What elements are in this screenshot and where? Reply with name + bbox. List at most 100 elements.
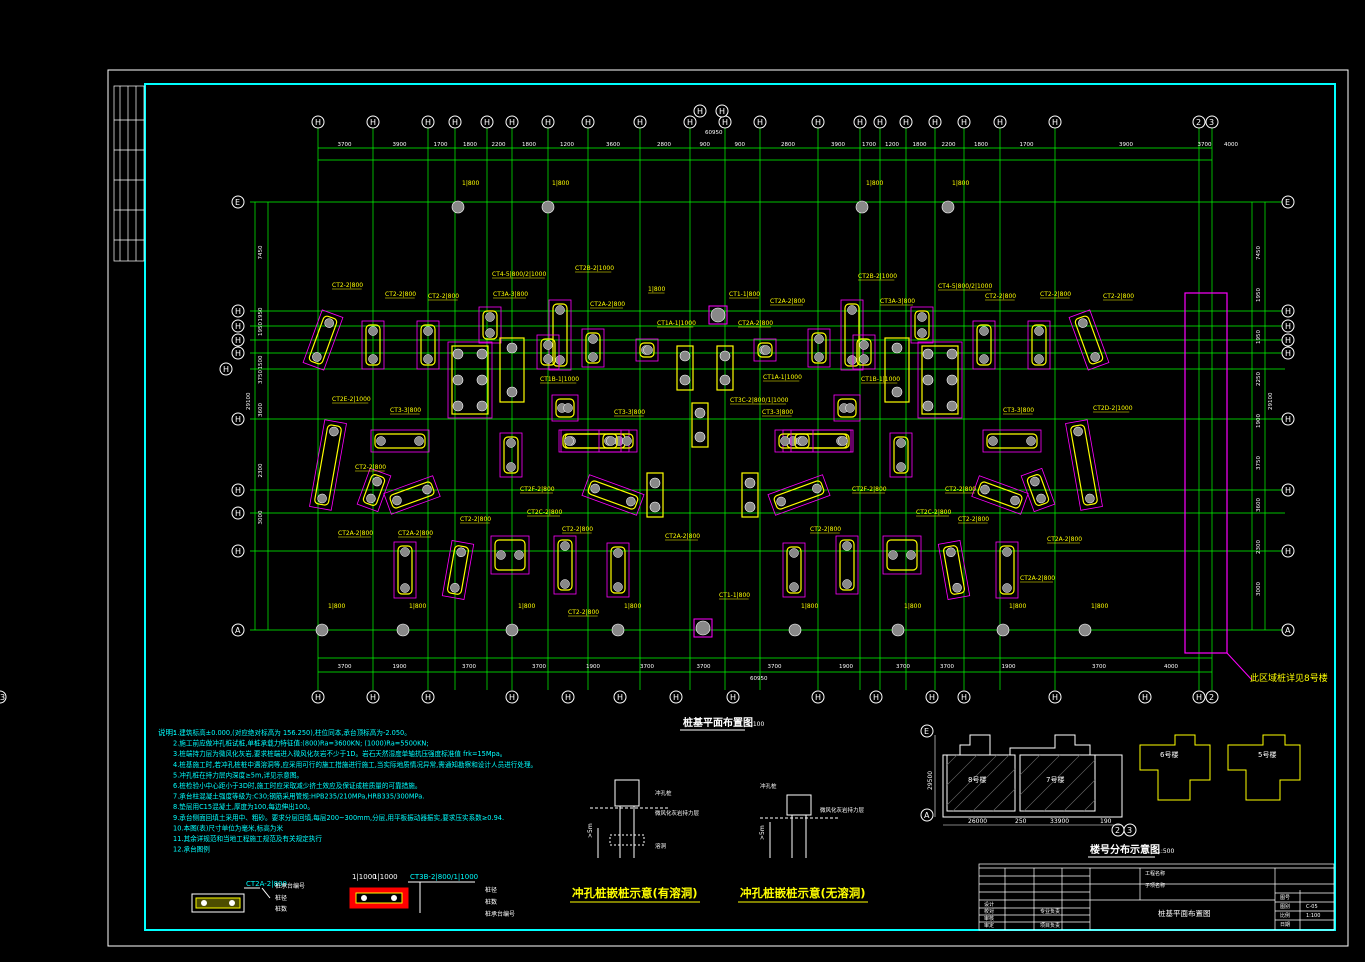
axis-bubble-bottom-circle: [811, 690, 825, 704]
section2-title: 冲孔桩嵌桩示意(无溶洞): [740, 886, 866, 900]
pile-cap: [370, 429, 430, 453]
pile-cap: [972, 320, 996, 370]
pile-cap-outline: [309, 419, 347, 511]
pile-cap: [833, 394, 861, 422]
legend-item2-top-1: 1|1000: [373, 873, 398, 881]
top-dim-text: 1700: [862, 142, 876, 148]
pile-cap: [536, 334, 560, 370]
axis-bubble-bottom: H: [425, 693, 431, 702]
zone-box: [1184, 292, 1228, 654]
pile-cap: [782, 542, 806, 598]
pile: [622, 436, 632, 446]
axis-bubble-top-center: H: [697, 107, 703, 116]
pile: [422, 484, 432, 495]
bottom-dim-text: 1900: [839, 664, 853, 670]
top-dim-text: 1800: [522, 142, 536, 148]
pile: [563, 403, 573, 413]
pile-cap-body: [778, 433, 850, 449]
pile-cap-body: [540, 338, 556, 366]
pile-cap-body: [585, 332, 601, 364]
axis-bubble-bottom: H: [929, 693, 935, 702]
pile-cap-label: CT2C-2|800: [916, 509, 952, 516]
top-dim-text: 1200: [560, 142, 574, 148]
pile-cap-outline: [774, 429, 854, 453]
pile-cap: [852, 334, 876, 370]
axis-bubble-top-circle: [541, 115, 555, 129]
bottom-dim-text: 1900: [1002, 664, 1016, 670]
axis-bubble-top-circle: [448, 115, 462, 129]
note-line: 6.桩检验小中心距小于3D时,施工时应采取减少挤土效应及保证成桩质量的可靠措施。: [173, 781, 421, 790]
axis-bubble-top-center-circle: [715, 104, 729, 118]
pile: [588, 352, 598, 362]
center-pile-cap: [646, 472, 664, 518]
title-block: [978, 863, 1335, 931]
multi-pile-body: [884, 337, 910, 403]
axis-bubble-top: H: [545, 118, 551, 127]
axis-bubble-bottom-circle: [1048, 690, 1062, 704]
pile-cap: [478, 306, 502, 344]
single-pile-bottom: [396, 623, 410, 637]
pile-cap-body: [374, 433, 426, 449]
top-dim-text: 4000: [1224, 142, 1238, 148]
pile-cap-label: CT2-2|800: [460, 516, 491, 523]
top-dim-text: 2800: [657, 142, 671, 148]
legend-item1: CT2A-2|800 桩承台编号 桩径 桩数: [191, 880, 305, 913]
keymap-axis-a: A: [924, 811, 930, 820]
axis-bubble-top: 3: [1209, 118, 1214, 127]
axis-bubble-bottom: H: [961, 693, 967, 702]
keymap-dim-0: 26000: [968, 818, 987, 825]
pile: [980, 484, 990, 495]
pile-cap-body: [639, 342, 655, 358]
left-dim-text: 1950: [258, 322, 264, 336]
pile-cap-outline: [1068, 309, 1110, 371]
pile-cap: [1020, 467, 1056, 513]
single-pile-top: [855, 200, 869, 214]
top-dim-text: 900: [735, 142, 746, 148]
top-dim-text: 1700: [1020, 142, 1034, 148]
axis-bubble-top: H: [722, 118, 728, 127]
pile-cap-outline: [835, 535, 859, 595]
pile: [679, 374, 691, 386]
axis-bubble-left-circle: [231, 506, 245, 520]
top-dim-text: 2200: [942, 142, 956, 148]
pile-cap: [553, 535, 577, 595]
axis-bubble-top-circle: [581, 115, 595, 129]
legend-item1-label-2: 桩数: [275, 905, 287, 913]
pile-cap: [774, 429, 854, 453]
pile: [906, 550, 916, 560]
single-pile-top-label: 1|800: [866, 180, 883, 187]
right-dim-text: 3750: [1256, 456, 1262, 470]
keymap-axis-3: 3: [1127, 826, 1132, 835]
right-dim-text: 1950: [1256, 330, 1262, 344]
pile-cap-body: [856, 338, 872, 366]
pile-cap: [558, 429, 638, 453]
pile-cap-label: CT2-2|800: [332, 282, 363, 289]
legend-item2-top-0: 1|1000: [352, 873, 377, 881]
notes-list: 1.建筑标高±0.000,(对应绝对标高为 156.250),柱位同本,承台顶标…: [173, 728, 537, 854]
single-pile-bottom-label: 1|800: [518, 603, 535, 610]
keymap-building-2: 6号楼: [1160, 750, 1178, 759]
note-line: 12.承台图例: [173, 845, 210, 854]
pile-cap-outline: [551, 394, 579, 422]
pile-cap-outline: [416, 320, 440, 370]
pile-cap: [383, 475, 441, 515]
axis-bubble-top: H: [903, 118, 909, 127]
pile-cap-outline: [1027, 320, 1051, 370]
pile: [485, 312, 495, 322]
top-dim-text: 2800: [781, 142, 795, 148]
pile-cap-body: [839, 539, 855, 591]
pile-cap-outline: [882, 535, 922, 575]
pile: [1002, 547, 1012, 557]
center-single-pile-outline: [708, 305, 728, 325]
pile-cap-outline: [635, 338, 659, 362]
pile-cap: [1068, 309, 1110, 371]
axis-bubble-bottom-circle: [0, 690, 7, 704]
axis-bubble-right: H: [1285, 322, 1291, 331]
bottom-dim-text: 3700: [640, 664, 654, 670]
note-line: 4.桩基施工时,若冲孔桩桩中遇溶洞等,应采用可行的施工措施进行施工,当实际地质情…: [173, 760, 537, 769]
pile: [842, 579, 852, 589]
single-pile-bottom: [611, 623, 625, 637]
pile: [952, 582, 962, 593]
axis-bubble-right-circle: [1281, 623, 1295, 637]
axis-bubble-bottom: 3: [0, 693, 5, 702]
